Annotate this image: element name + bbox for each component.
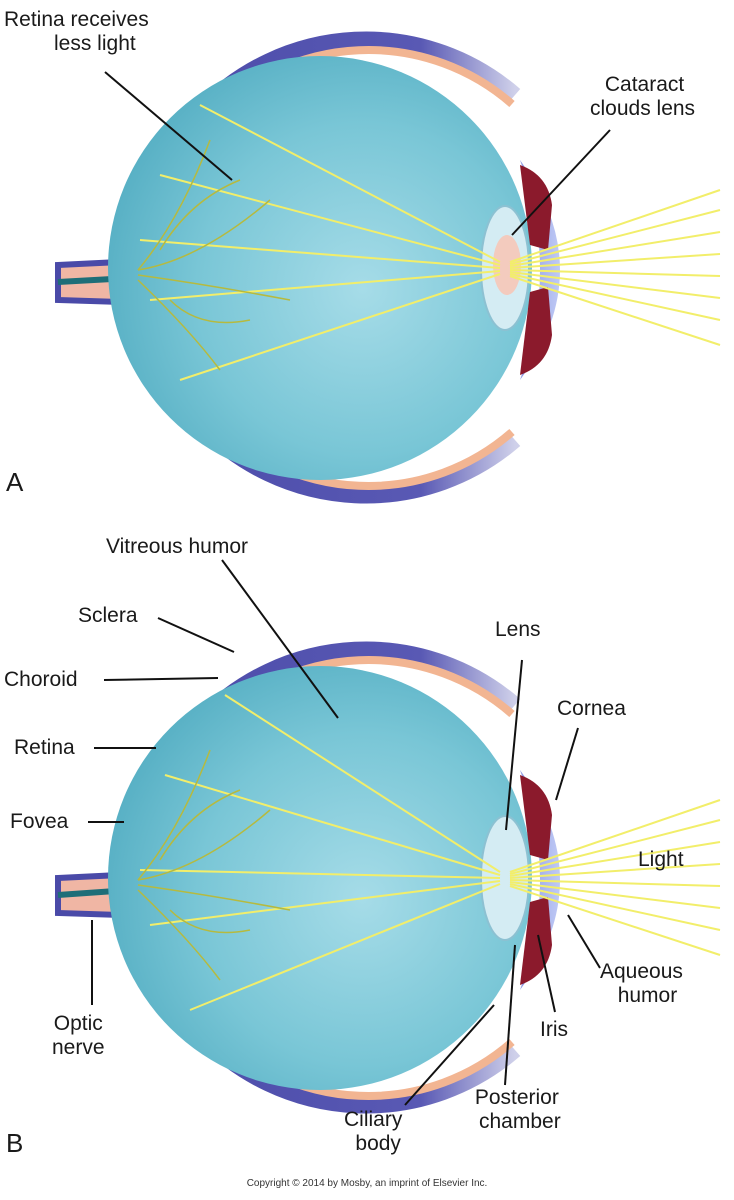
posterior-pointer bbox=[504, 944, 516, 1086]
retinal-vessels-a bbox=[137, 139, 291, 371]
panel-letter-b: B bbox=[6, 1128, 24, 1158]
label-choroid: Choroid bbox=[4, 668, 78, 691]
eye-panel-a bbox=[55, 31, 721, 504]
label-line: Ciliary bbox=[344, 1108, 403, 1131]
label-ciliary-body: Ciliary body bbox=[344, 1108, 402, 1156]
iris-pointer bbox=[537, 934, 556, 1013]
label-line: Posterior bbox=[474, 1086, 559, 1109]
light-rays-a bbox=[139, 104, 721, 381]
label-cataract: Cataract clouds lens bbox=[590, 73, 695, 121]
retinal-vessels-b bbox=[137, 749, 291, 981]
eye-panel-b bbox=[55, 559, 721, 1114]
label-line: chamber bbox=[479, 1110, 561, 1133]
label-sclera: Sclera bbox=[78, 604, 138, 627]
light-rays-b bbox=[139, 694, 721, 1011]
label-line: humor bbox=[617, 984, 678, 1007]
vitreous-pointer bbox=[221, 559, 339, 719]
ciliary-pointer bbox=[404, 1004, 495, 1106]
choroid-pointer bbox=[103, 677, 219, 681]
label-fovea: Fovea bbox=[10, 810, 69, 833]
panel-letter-a: A bbox=[6, 467, 24, 497]
label-lens: Lens bbox=[495, 618, 541, 641]
retina-receives-pointer bbox=[104, 71, 233, 181]
label-line: body bbox=[355, 1132, 401, 1155]
aqueous-pointer bbox=[567, 914, 601, 969]
label-cornea: Cornea bbox=[557, 697, 626, 720]
label-vitreous-humor: Vitreous humor bbox=[106, 535, 249, 558]
iris-shape bbox=[520, 775, 552, 860]
label-line: nerve bbox=[52, 1036, 105, 1059]
label-optic-nerve: Optic nerve bbox=[52, 1012, 105, 1060]
copyright-notice: Copyright © 2014 by Mosby, an imprint of… bbox=[246, 1178, 488, 1189]
label-light: Light bbox=[638, 848, 684, 871]
cataract-shape bbox=[493, 235, 521, 295]
label-line: Optic bbox=[53, 1012, 103, 1035]
label-posterior-chamber: Posterior chamber bbox=[473, 1086, 561, 1134]
vitreous-shape bbox=[108, 56, 532, 480]
label-line: Cataract bbox=[604, 73, 685, 96]
sclera-pointer bbox=[157, 617, 235, 653]
label-line: Retina receives bbox=[4, 8, 149, 31]
label-retina: Retina bbox=[14, 736, 75, 759]
label-iris: Iris bbox=[540, 1018, 568, 1041]
iris-shape-lower bbox=[520, 287, 552, 375]
label-line: clouds lens bbox=[590, 97, 696, 120]
label-retina-receives: Retina receives less light bbox=[4, 8, 149, 56]
label-line: Aqueous bbox=[600, 960, 683, 983]
cornea-pointer bbox=[555, 727, 579, 801]
cataract-pointer bbox=[511, 129, 611, 236]
label-aqueous-humor: Aqueous humor bbox=[600, 960, 683, 1008]
iris-shape bbox=[520, 165, 552, 250]
label-line: less light bbox=[54, 32, 136, 55]
vitreous-shape bbox=[108, 666, 532, 1090]
lens-pointer bbox=[505, 659, 523, 831]
